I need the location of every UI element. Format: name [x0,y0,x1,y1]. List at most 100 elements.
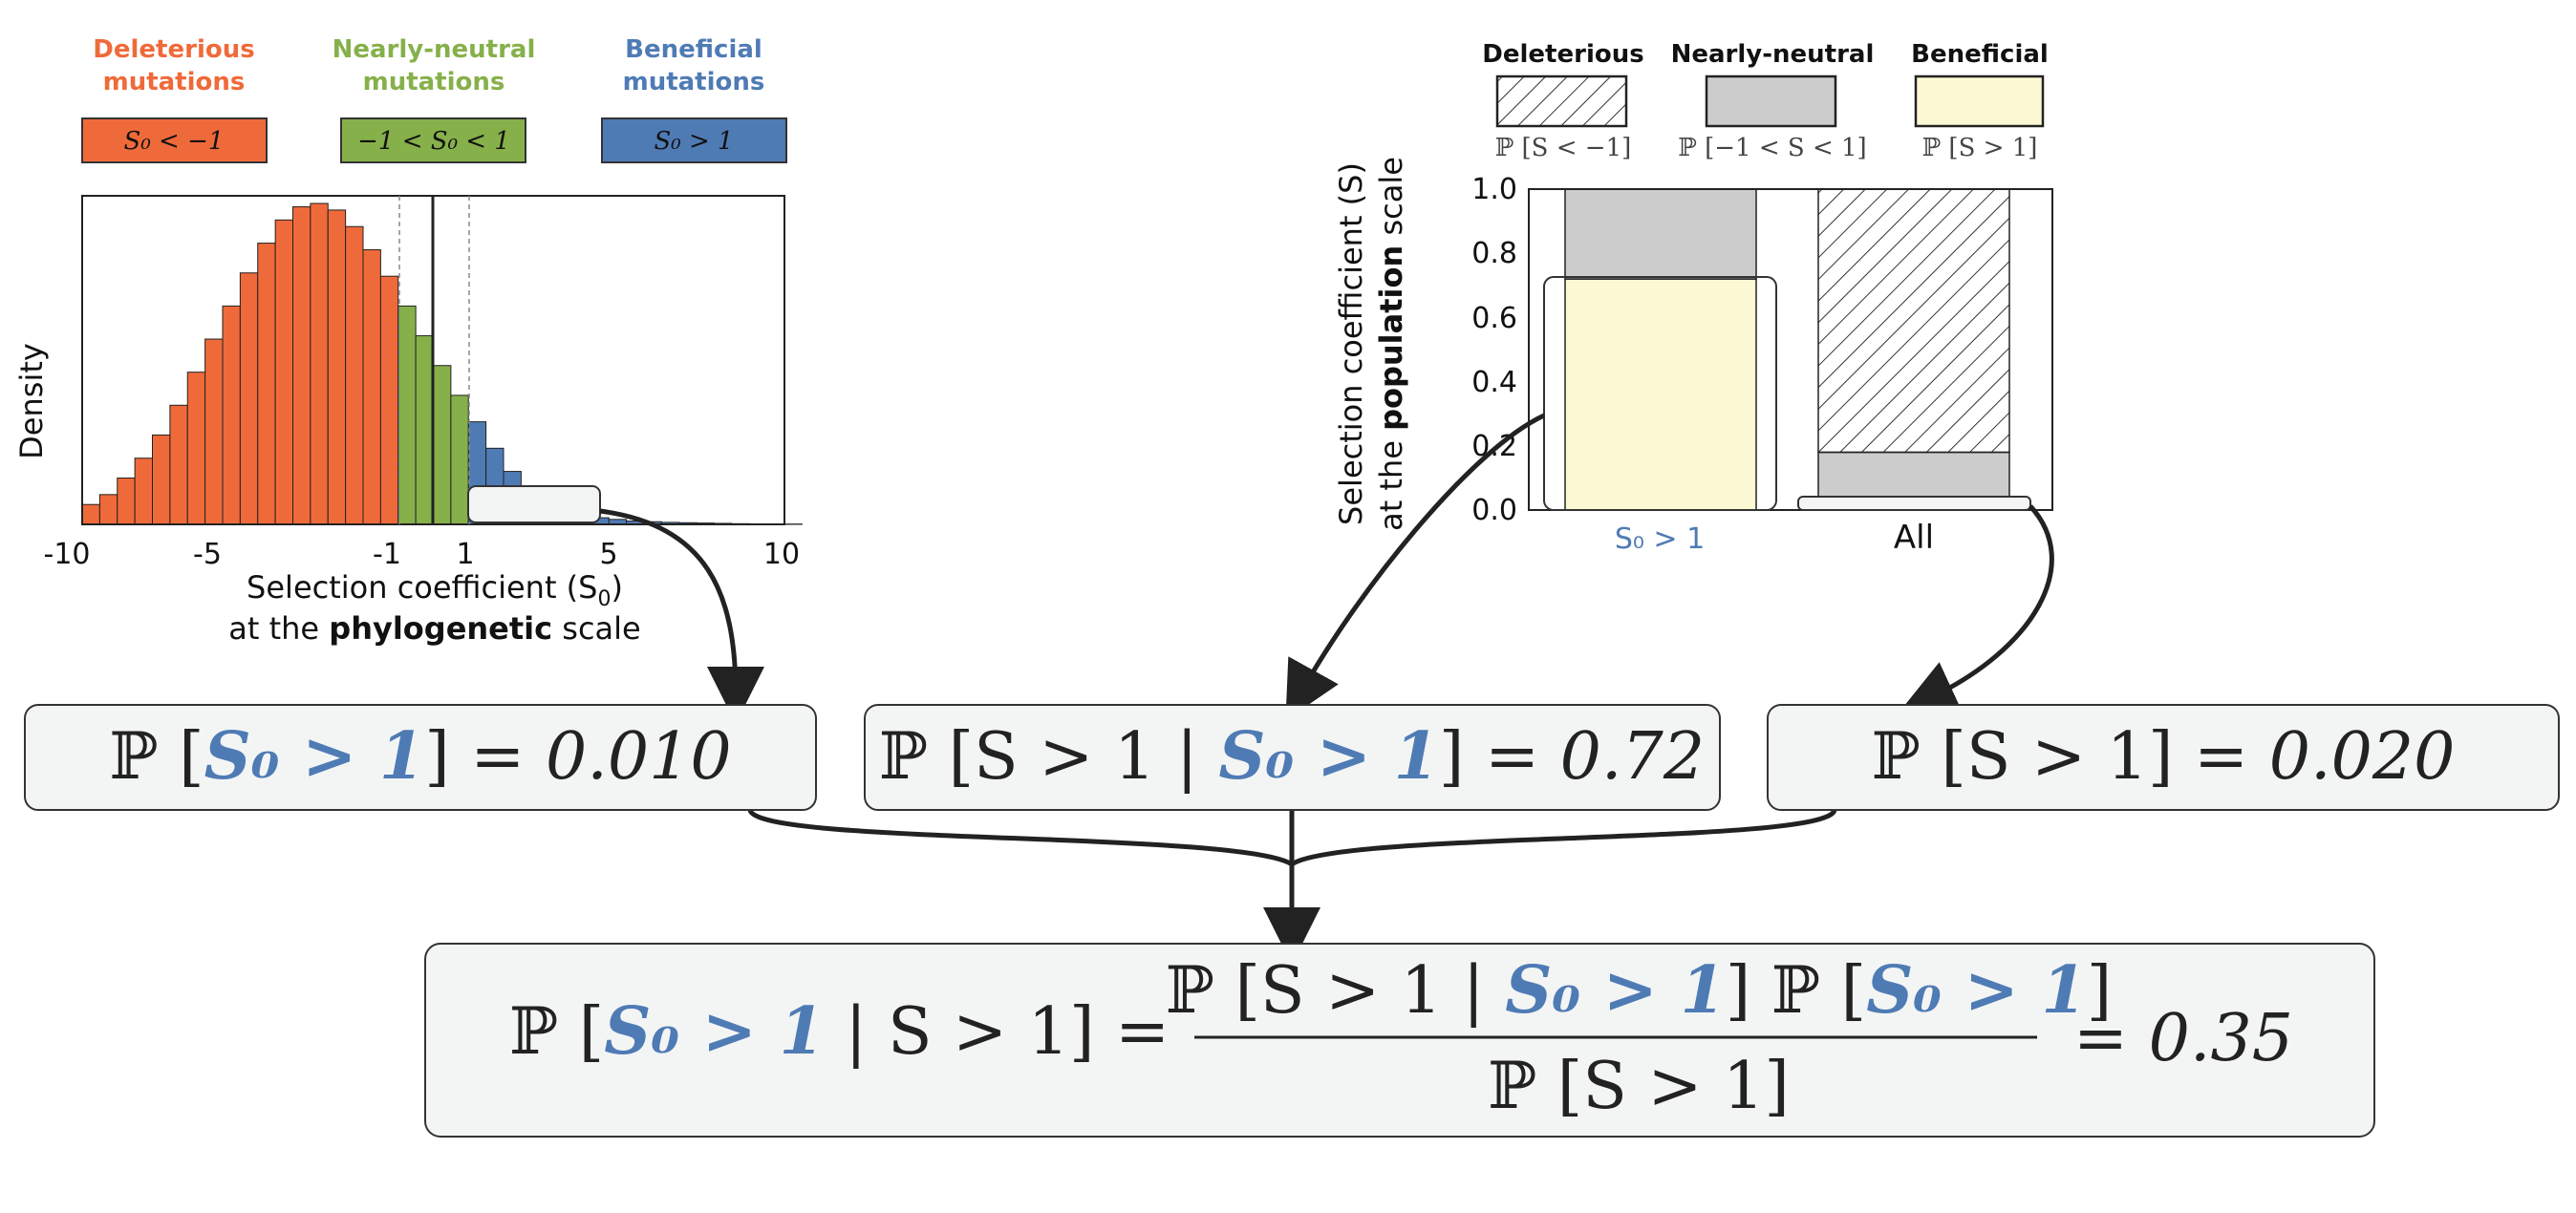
category-subtitle: mutations [623,68,765,96]
arrow-hist-to-box1 [599,508,764,724]
formula-posterior-result: = 0.35 [2073,1001,2293,1076]
category-deleterious: Deleterious mutations S₀ < −1 [81,35,268,163]
category-box-label: S₀ > 1 [654,127,733,156]
histogram-bar [292,205,311,525]
legend-deleterious: Deleterious ℙ [S < −1] [1482,40,1643,162]
barchart-y-label-line2: at the population scale [1373,157,1409,531]
legend-swatch-hatch [1495,74,1628,128]
category-box [81,117,268,163]
stacked-bar-segment-beneficial [1564,278,1757,511]
formula-prior: ℙ [S₀ > 1] = 0.010 [109,718,731,795]
histogram-bar [186,372,206,525]
legend-swatch-gray [1705,74,1837,128]
legend-title: Beneficial [1911,40,2049,69]
legend-beneficial: Beneficial ℙ [S > 1] [1911,40,2049,162]
x-tick: -5 [193,538,222,571]
histogram-bar [169,404,188,525]
legend-label: ℙ [S > 1] [1922,134,2038,162]
histogram-bar [433,365,452,525]
arrow-box1-merge [747,808,1295,936]
barchart-y-ticks: 0.0 0.2 0.4 0.6 0.8 1.0 [1471,173,1517,527]
formula-posterior-denominator: ℙ [S > 1] [1488,1049,1790,1124]
formula-box [24,704,817,811]
histogram-bar [134,458,153,525]
x-tick: -1 [373,538,401,571]
beneficial-tail-highlight [467,485,601,523]
histogram-x-label-line1: Selection coefficient (S0) [247,569,623,611]
category-box-label: −1 < S₀ < 1 [357,127,510,156]
formula-box-prior: ℙ [S₀ > 1] = 0.010 [24,704,817,811]
conditional-bar-highlight [1543,276,1777,511]
barchart-y-label-line1: Selection coefficient (S) [1333,162,1369,525]
histogram-bar [450,394,469,525]
category-box [601,117,787,163]
histogram-y-label: Density [13,343,50,459]
formula-conditional: ℙ [S > 1 | S₀ > 1] = 0.72 [879,718,1705,795]
histogram-bar [397,305,417,525]
arrow-box3-merge [1290,808,1837,867]
x-label-conditional: S₀ > 1 [1615,522,1705,556]
category-subtitle: mutations [103,68,246,96]
histogram-x-label-line2: at the phylogenetic scale [228,610,640,647]
category-title: Nearly-neutral [333,35,536,64]
legend-title: Deleterious [1482,40,1643,69]
formula-box-marginal: ℙ [S > 1] = 0.020 [1767,704,2560,811]
histogram-bar [274,219,293,525]
arrow-bar-to-box2 [1285,413,1546,721]
histogram-bar [415,335,434,525]
histogram-bar [204,338,224,525]
y-tick: 0.4 [1471,366,1517,399]
formula-box [1767,704,2560,811]
all-beneficial-highlight [1797,496,2031,511]
histogram-bar [81,503,100,525]
formula-posterior-numerator: ℙ [S > 1 | S₀ > 1] ℙ [S₀ > 1] [1166,952,2113,1029]
histogram-bar [98,494,118,525]
category-title: Deleterious [93,35,254,64]
x-tick: 1 [456,538,474,571]
y-tick: 0.0 [1471,494,1517,527]
histogram-bar [345,225,364,525]
formula-box [424,943,2375,1138]
stacked-bars [1564,188,2010,511]
legend-label: ℙ [−1 < S < 1] [1678,134,1866,162]
category-box [340,117,526,163]
legend-title: Nearly-neutral [1671,40,1875,69]
category-nearly-neutral: Nearly-neutral mutations −1 < S₀ < 1 [333,35,536,163]
histogram-bar [362,248,381,525]
histogram-bar [310,202,329,525]
histogram-bar [152,434,171,525]
y-tick: 0.6 [1471,302,1517,335]
category-box-label: S₀ < −1 [124,127,225,156]
formula-box-posterior: ℙ [S₀ > 1 | S > 1] = ℙ [S > 1 | S₀ > 1] … [424,943,2375,1138]
x-tick: 10 [763,538,800,571]
category-subtitle: mutations [363,68,505,96]
stacked-bar-segment-deleterious [1817,188,2010,454]
category-beneficial: Beneficial mutations S₀ > 1 [601,35,787,163]
histogram-bar [257,243,276,525]
legend-label: ℙ [S < −1] [1495,134,1632,162]
histogram-bar [239,272,259,525]
formula-box-conditional: ℙ [S > 1 | S₀ > 1] = 0.72 [864,704,1721,811]
histogram-x-ticks: -10 -5 -1 1 5 10 [44,538,801,571]
stacked-bar-segment-nearly-neutral [1564,188,1757,280]
formula-box [864,704,1721,811]
histogram-bar [379,275,399,525]
formula-marginal: ℙ [S > 1] = 0.020 [1872,719,2456,795]
y-tick: 0.8 [1471,237,1517,270]
histogram-bar [117,478,136,525]
stacked-bar-segment-nearly-neutral [1817,451,2010,505]
legend-nearly-neutral: Nearly-neutral ℙ [−1 < S < 1] [1671,40,1875,162]
histogram-bar [222,305,241,525]
formula-posterior-lhs: ℙ [S₀ > 1 | S > 1] = [509,993,1170,1070]
x-tick: -10 [44,538,91,571]
y-tick: 1.0 [1471,173,1517,206]
arrow-bar-to-box3 [1899,504,2054,714]
barchart-frame [1528,188,2053,511]
category-title: Beneficial [625,35,762,64]
histogram-bar [327,209,347,525]
histogram-bars [81,202,803,525]
legend-swatch-yellow [1914,74,2045,128]
x-label-all: All [1894,519,1934,557]
x-tick: 5 [599,538,617,571]
